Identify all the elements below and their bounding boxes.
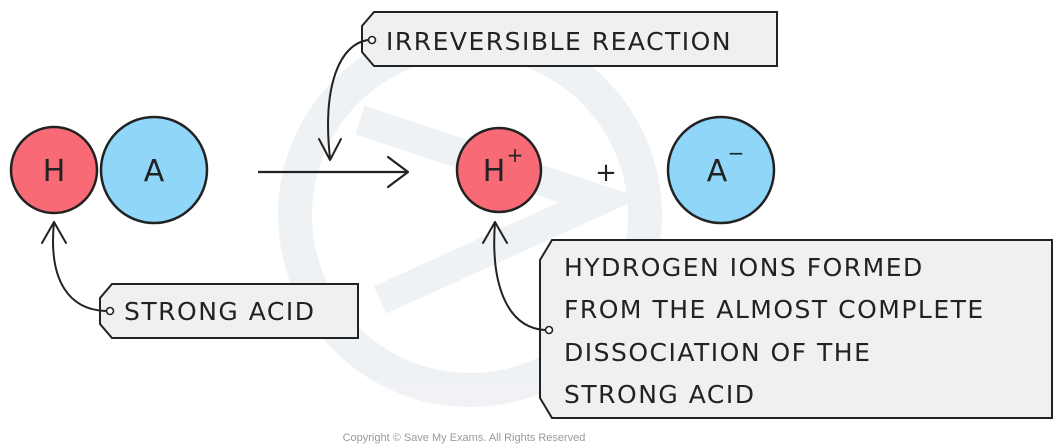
ha-anion-label: A — [144, 154, 165, 189]
hydrogen-ions-label-line-2: FROM THE ALMOST COMPLETE — [564, 295, 985, 324]
anion-atom — [666, 115, 776, 225]
anion-charge: − — [728, 141, 745, 165]
hydrogen-ion-label: H — [483, 154, 506, 189]
irreversible-pointer-arrow — [318, 39, 369, 161]
hydrogen-ions-tag: HYDROGEN IONS FORMED FROM THE ALMOST COM… — [539, 239, 1053, 419]
ha-hydrogen-label: H — [43, 154, 66, 189]
copyright-notice: Copyright © Save My Exams. All Rights Re… — [343, 432, 586, 444]
irreversible-reaction-tag: IRREVERSIBLE REACTION — [361, 11, 778, 67]
hydrogen-ion-charge: + — [507, 143, 524, 167]
irreversible-reaction-label: IRREVERSIBLE REACTION — [386, 27, 732, 56]
ha-hydrogen-atom — [9, 125, 99, 215]
strong-acid-label: STRONG ACID — [124, 297, 315, 326]
tag-hole — [367, 35, 377, 45]
hydrogen-ions-label-line-4: STRONG ACID — [564, 380, 755, 409]
plus-sign: + — [595, 158, 617, 188]
reaction-arrow — [258, 155, 410, 189]
ha-anion-atom — [99, 115, 209, 225]
ha-molecule: H A — [9, 115, 209, 225]
hydrogen-ions-label-line-3: DISSOCIATION OF THE — [564, 338, 871, 367]
hydrogen-ions-pointer-arrow — [482, 221, 546, 331]
anion-label: A — [707, 154, 728, 189]
strong-acid-pointer-arrow — [41, 221, 107, 312]
tag-hole — [105, 306, 115, 316]
hydrogen-ion: H + — [455, 126, 543, 214]
strong-acid-tag: STRONG ACID — [99, 283, 359, 339]
hydrogen-ions-label-line-1: HYDROGEN IONS FORMED — [564, 253, 924, 282]
anion: A − — [666, 115, 776, 225]
tag-hole — [544, 325, 554, 335]
hydrogen-ion-atom — [455, 126, 543, 214]
